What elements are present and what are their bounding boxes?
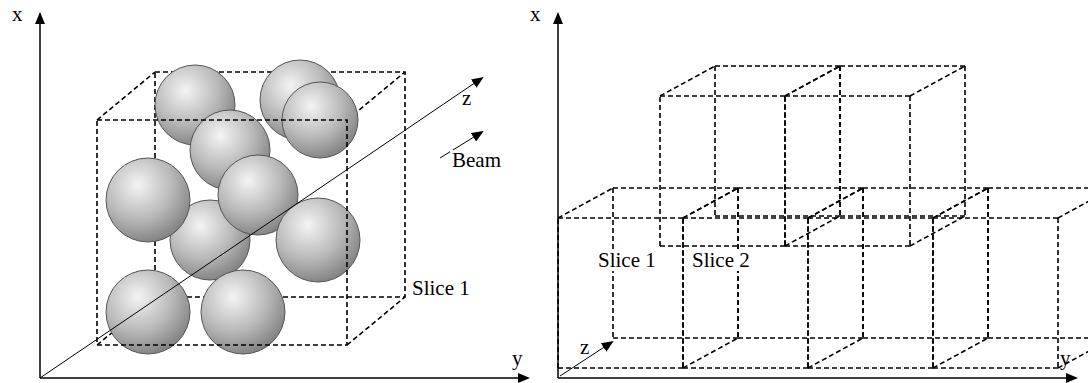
dashed-cube-edge	[557, 218, 559, 368]
dashed-cube-edge	[840, 215, 965, 217]
dashed-cube-edge	[738, 337, 863, 339]
dashed-cube-edge	[808, 188, 863, 218]
dashed-cube-edge	[683, 188, 738, 218]
dashed-cube-edge	[987, 188, 989, 338]
dashed-cube-edge	[714, 66, 716, 216]
dashed-cube-edge	[660, 245, 785, 247]
dashed-cube-edge	[682, 218, 684, 368]
dashed-cube-edge	[785, 245, 910, 247]
dashed-cube-edge	[683, 338, 738, 368]
dashed-cube-edge	[933, 188, 988, 218]
dashed-cube-edge	[785, 216, 840, 246]
dashed-cube-edge	[808, 367, 933, 369]
dashed-cube-edge	[558, 217, 683, 219]
dashed-cube-edge	[715, 65, 840, 67]
dashed-cube-edge	[683, 188, 738, 218]
dashed-cube-edge	[558, 367, 683, 369]
dashed-cube-edge	[987, 188, 989, 338]
axis-label: z	[580, 337, 589, 358]
dashed-cube-edge	[808, 217, 933, 219]
dashed-cube-edge	[785, 95, 910, 97]
dashed-cube-edge	[784, 96, 786, 246]
beam-label: Beam	[450, 150, 503, 171]
dashed-cube-edge	[862, 188, 864, 338]
dashed-cube-edge	[738, 187, 863, 189]
dashed-cube-edge	[932, 218, 934, 368]
dashed-cube-edge	[659, 96, 661, 246]
dashed-cube-edge	[1057, 218, 1059, 368]
dashed-cube-edge	[933, 188, 988, 218]
axis-label: z	[462, 88, 471, 109]
dashed-cube-edge	[807, 218, 809, 368]
dashed-cube-edge	[933, 217, 1058, 219]
dashed-cube-edge	[988, 187, 1088, 189]
dashed-cube-edge	[839, 66, 841, 216]
dashed-cube-edge	[863, 337, 988, 339]
dashed-cube-edge	[785, 66, 840, 96]
dashed-cube-edge	[660, 66, 715, 96]
dashed-cube-edge	[613, 337, 738, 339]
dashed-cube-edge	[808, 188, 863, 218]
axis-label: x	[12, 4, 23, 25]
dashed-cube-edge	[808, 338, 863, 368]
dashed-cube-edge	[932, 218, 934, 368]
dashed-cube-edge	[807, 218, 809, 368]
dashed-cube-edge	[863, 187, 988, 189]
slice-label: Slice 1	[412, 278, 470, 299]
axis-label: y	[512, 348, 523, 369]
dashed-cube-edge	[785, 66, 840, 96]
dashed-cube-edge	[1058, 338, 1088, 368]
dashed-cube-edge	[682, 218, 684, 368]
dashed-cube-edge	[910, 66, 965, 96]
slice-label: Slice 1	[596, 250, 658, 271]
dashed-cube-edge	[613, 187, 738, 189]
dashed-cube-edge	[862, 188, 864, 338]
dashed-cube-edge	[964, 66, 966, 216]
dashed-cube-edge	[660, 95, 785, 97]
dashed-cube-edge	[840, 65, 965, 67]
dashed-cube-edge	[715, 215, 840, 217]
dashed-cube-edge	[933, 338, 988, 368]
dashed-cube-edge	[909, 96, 911, 246]
axis-label: x	[530, 4, 541, 25]
dashed-cube-edge	[839, 66, 841, 216]
dashed-cube-edge	[784, 96, 786, 246]
slice-label: Slice 2	[690, 250, 752, 271]
dashed-cube-edge	[1058, 188, 1088, 218]
dashed-cube-edge	[933, 367, 1058, 369]
dashed-cube-edge	[910, 216, 965, 246]
dashed-cube-edge	[988, 337, 1088, 339]
dashed-cube-edge	[683, 367, 808, 369]
dashed-cube-edge	[558, 188, 613, 218]
dashed-cube-edge	[683, 217, 808, 219]
axis-label: y	[1060, 348, 1071, 369]
